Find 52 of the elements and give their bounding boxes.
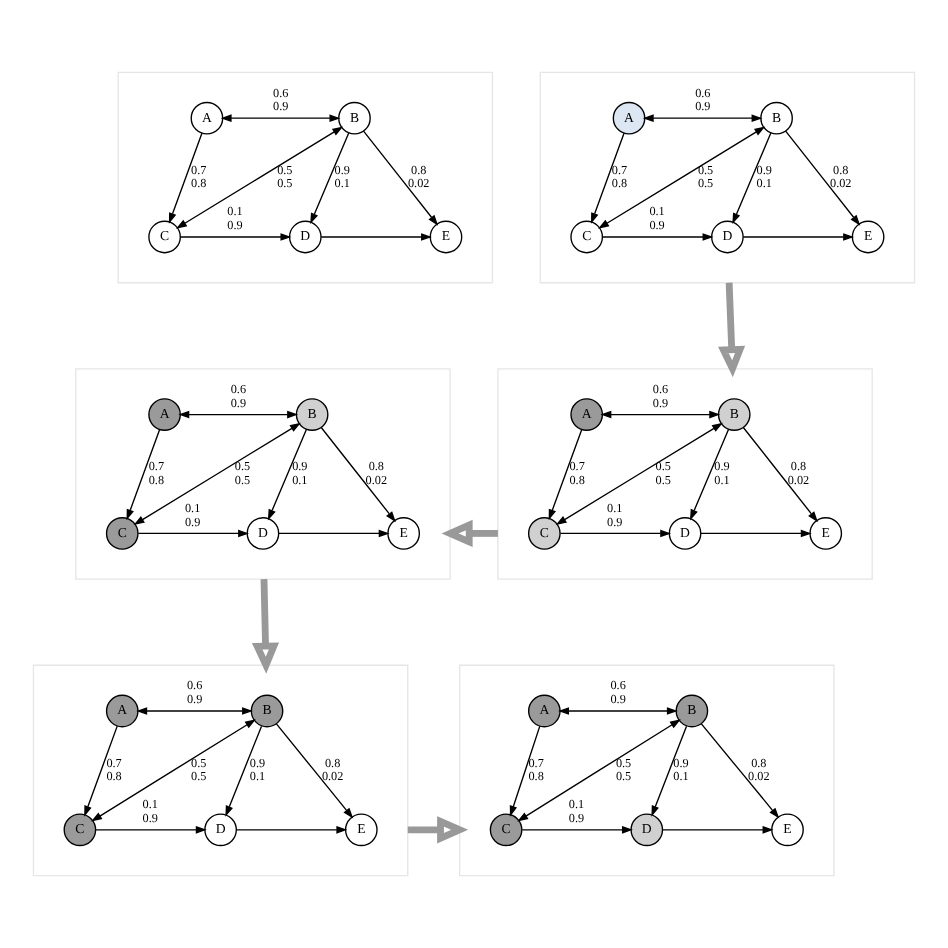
arrow bbox=[600, 410, 721, 419]
cluster bbox=[75, 368, 451, 580]
arrow bbox=[235, 826, 348, 834]
arrow bbox=[642, 114, 763, 122]
cluster bbox=[539, 71, 916, 284]
arrow bbox=[133, 422, 301, 526]
arrow bbox=[558, 707, 678, 715]
arrow bbox=[407, 816, 469, 844]
arrow bbox=[95, 826, 207, 834]
arrow bbox=[310, 132, 350, 224]
cluster bbox=[458, 664, 835, 877]
arrow bbox=[278, 529, 390, 538]
arrow bbox=[651, 725, 688, 817]
arrow bbox=[220, 114, 341, 122]
arrow bbox=[320, 233, 432, 241]
arrow bbox=[555, 422, 723, 526]
cluster bbox=[32, 664, 409, 877]
arrow bbox=[275, 723, 354, 819]
arrow bbox=[180, 233, 292, 241]
cluster bbox=[497, 368, 873, 580]
arrow bbox=[126, 429, 161, 521]
arrow bbox=[175, 126, 344, 229]
arrow bbox=[320, 426, 396, 523]
arrow bbox=[700, 723, 780, 819]
arrow bbox=[598, 126, 766, 229]
arrow bbox=[362, 130, 439, 226]
arrow bbox=[689, 428, 730, 521]
arrow bbox=[742, 233, 855, 241]
arrow bbox=[517, 719, 681, 822]
arrow bbox=[662, 826, 774, 834]
arrow bbox=[509, 725, 541, 817]
arrow bbox=[91, 719, 256, 822]
arrow bbox=[700, 529, 812, 538]
arrow bbox=[742, 426, 818, 523]
cluster bbox=[117, 71, 494, 284]
arrow bbox=[137, 529, 250, 538]
arrow bbox=[267, 428, 308, 521]
arrow bbox=[548, 429, 583, 521]
arrow bbox=[559, 529, 672, 538]
arrow bbox=[521, 826, 633, 834]
arrow bbox=[441, 519, 498, 547]
arrow bbox=[178, 410, 299, 419]
arrow bbox=[732, 132, 772, 224]
arrow bbox=[225, 725, 263, 817]
arrow bbox=[602, 233, 714, 241]
arrow bbox=[84, 725, 118, 817]
arrow bbox=[785, 130, 861, 226]
arrow bbox=[718, 282, 746, 378]
arrow bbox=[251, 579, 280, 674]
arrow bbox=[136, 707, 253, 715]
arrow bbox=[591, 132, 625, 224]
arrow bbox=[168, 132, 203, 224]
